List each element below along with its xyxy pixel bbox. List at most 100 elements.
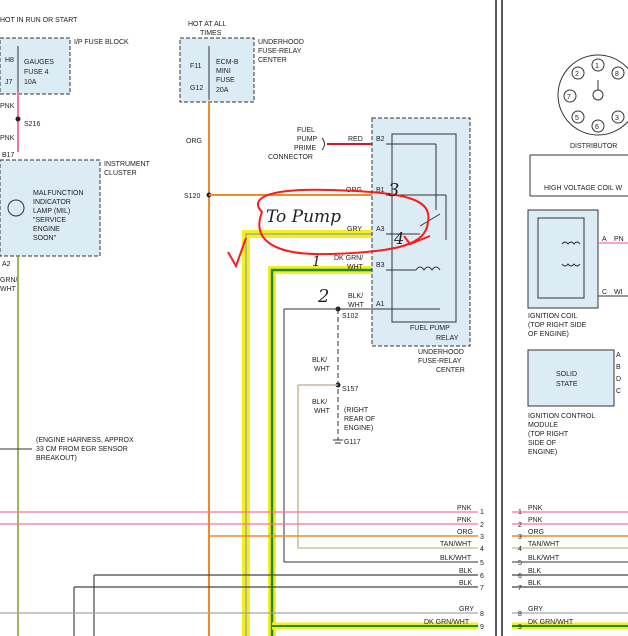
- right-row-num-2: 2: [518, 522, 522, 529]
- annotation-circle: [257, 188, 430, 256]
- right-row-label-2: PNK: [528, 517, 543, 524]
- right-row-label-8: GRY: [528, 606, 543, 613]
- wire-label-blk-3: BLK/: [312, 357, 327, 364]
- underhood-label-3: CENTER: [258, 57, 287, 64]
- dist-pin-8: [611, 66, 625, 80]
- dist-pin-5-label: 5: [575, 115, 579, 122]
- pin-b2: B2: [376, 136, 385, 143]
- mil-lamp-symbol: [7, 199, 25, 217]
- right-row-label-1: PNK: [528, 505, 543, 512]
- dist-pin-7: [563, 89, 577, 103]
- dist-pin-7-label: 7: [567, 94, 571, 101]
- wire-label-gry-a3: GRY: [347, 226, 362, 233]
- relay-center-1: UNDERHOOD: [418, 349, 464, 356]
- wire-gry: [245, 233, 376, 636]
- coil-winding-1: [561, 241, 581, 245]
- distributor-outline: [557, 54, 628, 136]
- relay-center-2: FUSE-RELAY: [418, 358, 462, 365]
- pin-a2: A2: [2, 261, 11, 268]
- row-label-3: ORG: [457, 529, 473, 536]
- ground-note-2: REAR OF: [344, 416, 375, 423]
- ground-note-3: ENGINE): [344, 425, 373, 432]
- hot-in-run-label: HOT IN RUN OR START: [0, 17, 78, 24]
- row-label-2: PNK: [457, 517, 472, 524]
- dist-pin-2-label: 2: [575, 71, 579, 78]
- mil-text-5: ENGINE: [33, 226, 60, 233]
- icm-label-5: ENGINE): [528, 449, 557, 456]
- mil-text-1: MALFUNCTION: [33, 190, 84, 197]
- fpp-connector-symbol: [321, 137, 325, 151]
- pin-b3: B3: [376, 262, 385, 269]
- underhood-fuse-box: [179, 37, 255, 103]
- wire-label-wht-left: WHT: [0, 286, 17, 293]
- row-label-7: BLK: [459, 580, 473, 587]
- pin-h8: H8: [5, 57, 14, 64]
- right-row-num-6: 6: [518, 573, 522, 580]
- dist-pin-2: [571, 66, 585, 80]
- right-row-label-4: TAN/WHT: [528, 541, 560, 548]
- coil-winding-2: [561, 263, 581, 267]
- pin-f11: F11: [190, 63, 202, 70]
- ip-fuse-block-label: I/P FUSE BLOCK: [74, 39, 129, 46]
- dist-pin-6: [591, 119, 605, 133]
- annotation-1: 1: [312, 254, 321, 270]
- row-num-8: 8: [480, 611, 484, 618]
- row-label-1: PNK: [457, 505, 472, 512]
- dist-pin-8-label: 8: [615, 71, 619, 78]
- coil-label-2: (TOP RIGHT SIDE: [528, 322, 587, 329]
- right-row-num-3: 3: [518, 534, 522, 541]
- hot-at-all-times-2: TIMES: [200, 30, 222, 37]
- annotation-checkmark: [227, 237, 247, 269]
- wire-label-red: RED: [348, 136, 363, 143]
- highlight-dkgrn-wire: [268, 266, 376, 636]
- pin-a3: A3: [376, 226, 385, 233]
- fpp-label-2: PUMP: [297, 136, 318, 143]
- icm-state-label: STATE: [556, 381, 578, 388]
- row-num-9: 9: [480, 624, 484, 631]
- icm-pin-c: C: [616, 388, 621, 395]
- pin-g12: G12: [190, 85, 203, 92]
- harness-note-1: (ENGINE HARNESS, APPROX: [36, 437, 134, 444]
- instrument-cluster-label-1: INSTRUMENT: [104, 161, 151, 168]
- harness-note-3: BREAKOUT): [36, 455, 77, 462]
- mil-text-2: INDICATOR: [33, 199, 71, 206]
- coil-pin-a: A: [602, 236, 607, 243]
- relay-coil: [415, 266, 441, 271]
- right-row-label-6: BLK: [528, 568, 542, 575]
- row-num-6: 6: [480, 573, 484, 580]
- row-label-4: TAN/WHT: [440, 541, 472, 548]
- row-num-5: 5: [480, 560, 484, 567]
- row-num-7: 7: [480, 585, 484, 592]
- ground-note-1: (RIGHT: [344, 407, 369, 414]
- wire-label-pnk-2: PNK: [0, 135, 15, 142]
- wire-dkgrn-wht: [270, 268, 376, 636]
- row-label-9: DK GRN/WHT: [424, 619, 470, 626]
- fuse-4: FUSE 4: [24, 69, 49, 76]
- right-row-num-8: 8: [518, 611, 522, 618]
- wire-label-grn: GRN/: [0, 277, 18, 284]
- relay-label-2: RELAY: [436, 335, 459, 342]
- annotation-4: 4: [393, 229, 404, 248]
- right-row-label-3: ORG: [528, 529, 544, 536]
- underhood-label-1: UNDERHOOD: [258, 39, 304, 46]
- underhood-label-2: FUSE-RELAY: [258, 48, 302, 55]
- wire-label-blk-5: BLK/: [312, 399, 327, 406]
- relay-center-3: CENTER: [436, 367, 465, 374]
- instrument-cluster-box: [0, 159, 101, 257]
- right-row-num-4: 4: [518, 546, 522, 553]
- coil-pin-c: C: [602, 289, 607, 296]
- right-row-num-7: 7: [518, 585, 522, 592]
- icm-label-4: SIDE OF: [528, 440, 556, 447]
- fuel-pump-relay-box: [371, 117, 471, 347]
- dist-pin-6-label: 6: [595, 124, 599, 131]
- icm-solid-label: SOLID: [556, 371, 577, 378]
- right-row-label-7: BLK: [528, 580, 542, 587]
- splice-s157-label: S157: [342, 386, 358, 393]
- annotation-2: 2: [317, 286, 329, 307]
- ip-fuse-block-box: [0, 37, 71, 95]
- dist-pin-1: [591, 58, 605, 72]
- dist-pin-5: [571, 110, 585, 124]
- splice-s216-label: S216: [24, 121, 40, 128]
- icm-pin-a: A: [616, 352, 621, 359]
- icm-pin-b: B: [616, 364, 621, 371]
